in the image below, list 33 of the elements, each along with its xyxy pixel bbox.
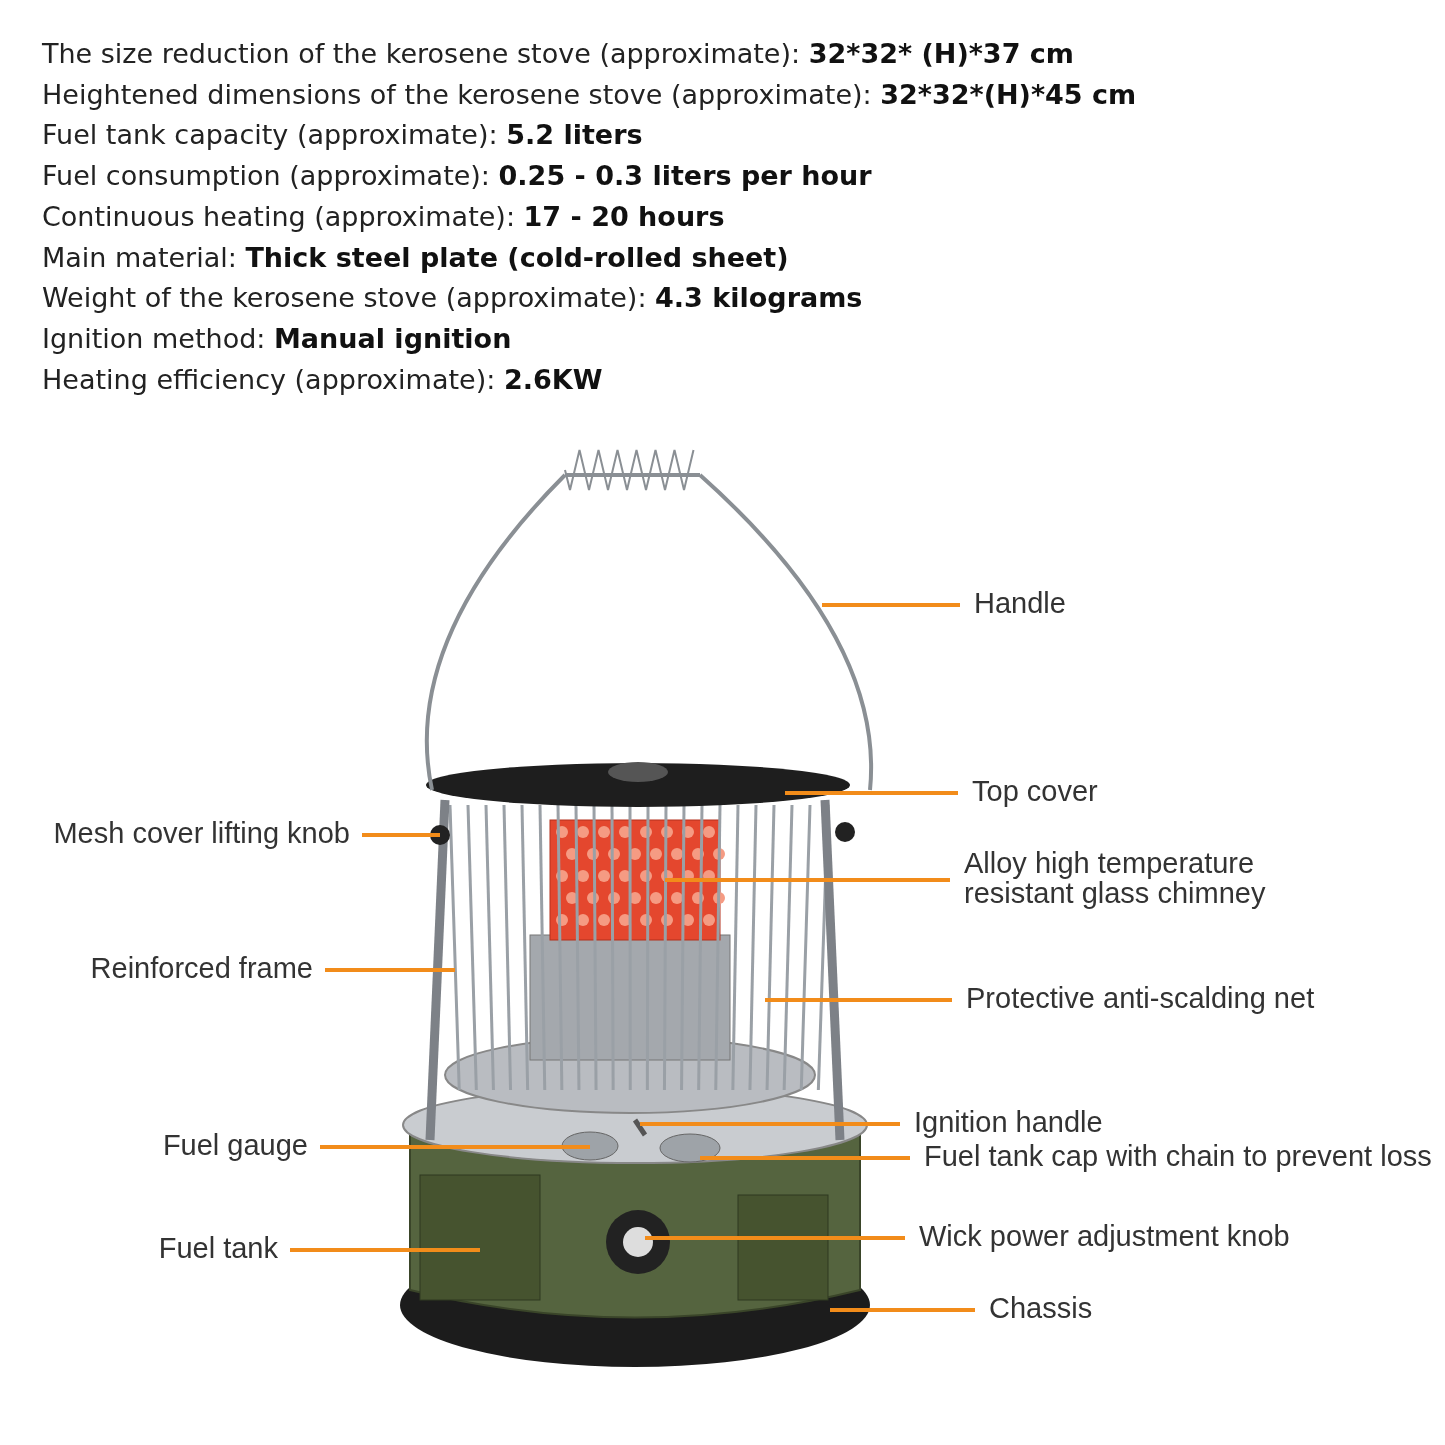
callout-label: Ignition handle <box>900 1107 1103 1137</box>
callout-label: Wick power adjustment knob <box>905 1221 1290 1251</box>
callout-label: Fuel gauge <box>162 1130 320 1160</box>
callout-label: Mesh cover lifting knob <box>53 818 362 848</box>
leader-line <box>362 833 440 837</box>
spec-line: Heightened dimensions of the kerosene stove (approximate): 32*32*(H)*45 cm <box>42 77 1137 112</box>
spec-line: Heating efficiency (approximate): 2.6KW <box>42 362 603 397</box>
leader-line <box>325 968 455 972</box>
leader-line <box>765 998 952 1002</box>
leader-line <box>320 1145 590 1149</box>
leader-line <box>640 1122 900 1126</box>
spec-line: Main material: Thick steel plate (cold-rolled sheet) <box>42 240 789 275</box>
leader-line <box>785 791 958 795</box>
callout-label: Alloy high temperature resistant glass chimney <box>950 848 1284 908</box>
spec-line: Fuel tank capacity (approximate): 5.2 liters <box>42 118 643 153</box>
spec-line: Weight of the kerosene stove (approximate): 4.3 kilograms <box>42 281 863 316</box>
callout-label: Fuel tank <box>158 1233 290 1263</box>
leader-line <box>822 603 960 607</box>
callout-label: Top cover <box>958 776 1098 806</box>
leader-line <box>700 1156 910 1160</box>
leader-line <box>830 1308 975 1312</box>
callout-label: Fuel tank cap with chain to prevent loss <box>910 1141 1432 1171</box>
callout-label: Reinforced frame <box>90 953 325 983</box>
spec-line: Fuel consumption (approximate): 0.25 - 0.3 liters per hour <box>42 159 872 194</box>
leader-line <box>290 1248 480 1252</box>
leader-line <box>665 878 950 882</box>
callout-label: Chassis <box>975 1293 1093 1323</box>
spec-line: Ignition method: Manual ignition <box>42 321 512 356</box>
spec-line: Continuous heating (approximate): 17 - 20 hours <box>42 199 725 234</box>
leader-line <box>645 1236 905 1240</box>
spec-line: The size reduction of the kerosene stove (approximate): 32*32* (H)*37 cm <box>42 37 1074 71</box>
callout-label: Protective anti-scalding net <box>952 983 1315 1013</box>
callout-label: Handle <box>960 588 1066 618</box>
